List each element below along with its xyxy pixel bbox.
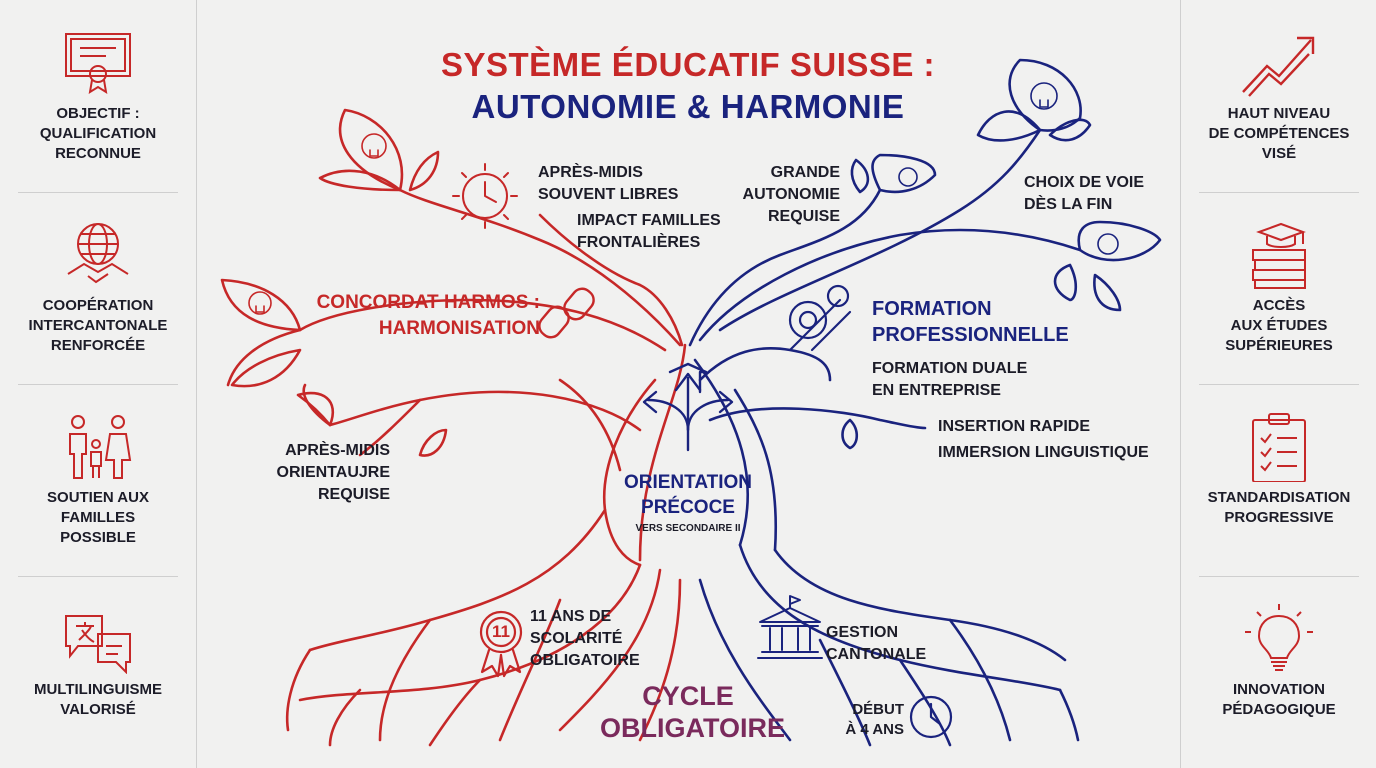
books-graduation-cap-icon [1252, 222, 1306, 289]
badge-medal-icon [479, 610, 523, 678]
label-cantonal: GESTION CANTONALE [826, 624, 927, 663]
roots-right [698, 543, 1080, 747]
label-orientation-sub: VERS SECONDAIRE II [635, 523, 741, 534]
trend-up-icon [1242, 36, 1315, 97]
left-cell-multilingual: MULTILINGUISME VALORISÉ [0, 576, 196, 768]
right-divider [1199, 576, 1359, 577]
right-cell-standardisation: STANDARDISATION PROGRESSIVE [1181, 384, 1376, 576]
left-cell-qualification: OBJECTIF : QUALIFICATION RECONNUE [0, 0, 196, 192]
left-cell-family: SOUTIEN AUX FAMILLES POSSIBLE [0, 384, 196, 576]
right-label-standardisation: STANDARDISATION PROGRESSIVE [1207, 489, 1351, 526]
right-cell-higher-studies: ACCÈS AUX ÉTUDES SUPÉRIEURES [1181, 192, 1376, 384]
label-start-age: DÉBUT À 4 ANS [845, 701, 904, 738]
label-vocational-training: FORMATION PROFESSIONNELLE [872, 298, 1069, 346]
label-compulsory-cycle: CYCLE OBLIGATOIRE [600, 681, 786, 743]
left-divider [18, 192, 178, 193]
right-cell-innovation: INNOVATION PÉDAGOGIQUE [1181, 576, 1376, 768]
label-autonomy: GRANDE AUTONOMIE REQUISE [742, 164, 840, 225]
split-arrows-icon [642, 362, 734, 452]
label-path-choice: CHOIX DE VOIE DÈS LA FIN [1024, 174, 1145, 213]
label-border-families: IMPACT FAMILLES FRONTALIÈRES [577, 212, 721, 251]
chain-link-icon [538, 287, 595, 339]
right-cell-skills: HAUT NIVEAU DE COMPÉTENCES VISÉ [1181, 0, 1376, 192]
left-label-family: SOUTIEN AUX FAMILLES POSSIBLE [47, 489, 149, 546]
start-clock-icon [909, 695, 953, 739]
right-divider [1199, 384, 1359, 385]
left-panel: OBJECTIF : QUALIFICATION RECONNUE COOPÉR… [0, 0, 197, 768]
right-panel: HAUT NIVEAU DE COMPÉTENCES VISÉ ACCÈS AU… [1180, 0, 1376, 768]
tree-right-branches [688, 58, 1162, 552]
left-label-multilingual: MULTILINGUISME VALORISÉ [33, 681, 163, 718]
left-divider [18, 384, 178, 385]
label-immersion: IMMERSION LINGUISTIQUE [938, 444, 1149, 461]
right-divider [1199, 192, 1359, 193]
globe-handshake-icon [67, 223, 129, 284]
label-harmos: CONCORDAT HARMOS : HARMONISATION [316, 292, 540, 339]
label-early-orientation: ORIENTATION PRÉCOCE [623, 472, 753, 518]
badge-number: 11 [492, 622, 510, 641]
family-icon [69, 415, 132, 479]
right-label-innovation: INNOVATION PÉDAGOGIQUE [1222, 681, 1336, 718]
title-line-2: AUTONOMIE & HARMONIE [471, 88, 905, 125]
label-schooling: 11 ANS DE SCOLARITÉ OBLIGATOIRE [530, 608, 640, 669]
clock-sun-icon [452, 163, 518, 229]
certificate-icon [65, 33, 131, 95]
label-afternoons-free: APRÈS-MIDIS SOUVENT LIBRES [538, 164, 679, 203]
idea-head-icon-right [898, 82, 1119, 255]
left-label-cooperation: COOPÉRATION INTERCANTONALE RENFORCÉE [28, 297, 168, 354]
left-cell-cooperation: COOPÉRATION INTERCANTONALE RENFORCÉE [0, 192, 196, 384]
lightbulb-icon [1245, 604, 1313, 671]
right-label-higher-studies: ACCÈS AUX ÉTUDES SUPÉRIEURES [1225, 297, 1333, 354]
gear-tools-icon [788, 284, 852, 352]
translation-icon [65, 615, 131, 674]
left-label-qualification: OBJECTIF : QUALIFICATION RECONNUE [39, 105, 157, 162]
clipboard-checklist-icon [1252, 413, 1306, 482]
government-building-icon [757, 595, 823, 659]
label-dual-training: FORMATION DUALE EN ENTREPRISE [872, 360, 1028, 399]
idea-head-icon-left [248, 133, 387, 315]
label-afternoons-required: APRÈS-MIDIS ORIENTAUJRE REQUISE [276, 442, 391, 503]
label-quick-insertion: INSERTION RAPIDE [938, 418, 1091, 435]
roots-left [285, 508, 682, 747]
left-divider [18, 576, 178, 577]
right-label-skills: HAUT NIVEAU DE COMPÉTENCES VISÉ [1208, 105, 1350, 162]
title-line-1: SYSTÈME ÉDUCATIF SUISSE : [440, 46, 936, 83]
